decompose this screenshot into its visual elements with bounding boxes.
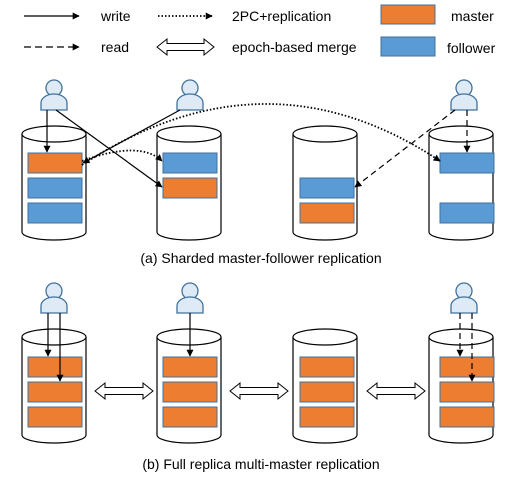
master-partition (439, 381, 495, 403)
master-partition (27, 381, 83, 403)
master-partition (27, 406, 83, 428)
master-partition (439, 406, 495, 428)
master-partition (299, 381, 355, 403)
legend-read-label: read (101, 39, 129, 55)
master-partition (162, 177, 218, 199)
merge-double-arrow-icon (94, 381, 154, 401)
legend-merge-label: epoch-based merge (232, 39, 357, 55)
master-partition (439, 356, 495, 378)
replication-arrow (81, 149, 163, 162)
merge-double-arrow-icon (366, 381, 426, 401)
panel-b: (b) Full replica multi-master replicatio… (21, 282, 495, 472)
legend-merge-double-arrow-icon (156, 37, 215, 57)
follower-partition (162, 152, 218, 174)
user-icon (450, 282, 478, 314)
legend-follower-swatch (380, 36, 436, 57)
follower-partition (27, 202, 83, 224)
user-icon (176, 79, 204, 111)
user-icon (450, 79, 478, 111)
user-icon (40, 282, 68, 314)
user-icon (40, 79, 68, 111)
replication-arrow (81, 103, 441, 166)
legend-master-swatch (380, 4, 436, 25)
follower-partition (439, 202, 495, 224)
master-partition (27, 356, 83, 378)
caption-b: (b) Full replica multi-master replicatio… (142, 456, 379, 472)
caption-a: (a) Sharded master-follower replication (140, 250, 381, 266)
read-arrow (354, 109, 456, 188)
panel-a: (a) Sharded master-follower replication (21, 79, 495, 266)
master-partition (27, 152, 83, 174)
follower-partition (27, 177, 83, 199)
master-partition (299, 406, 355, 428)
legend-2pc-label: 2PC+replication (232, 8, 331, 24)
master-partition (162, 356, 218, 378)
legend-follower-label: follower (447, 40, 496, 56)
legend: write 2PC+replication read epoch-based m… (24, 4, 496, 57)
legend-master-label: master (451, 8, 494, 24)
follower-partition (439, 152, 495, 174)
follower-partition (299, 177, 355, 199)
master-partition (299, 356, 355, 378)
master-partition (162, 406, 218, 428)
merge-double-arrow-icon (229, 381, 289, 401)
user-icon (176, 282, 204, 314)
master-partition (299, 202, 355, 224)
legend-write-label: write (100, 8, 131, 24)
master-partition (162, 381, 218, 403)
